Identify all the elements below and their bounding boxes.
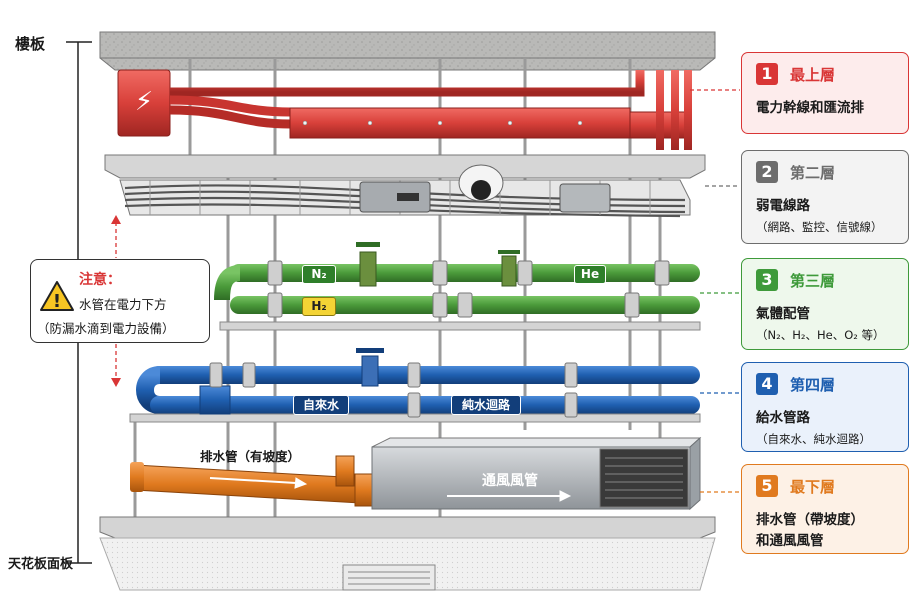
layer2-cable-tray [104, 154, 706, 218]
layer-4-desc: 給水管路 [756, 410, 810, 426]
floor-slab-label: 樓板 [15, 35, 46, 53]
drain-label: 排水管（有坡度） [200, 449, 301, 464]
layer-2-badge: 2 [756, 161, 778, 183]
layer-box-3: 3 第三層 氣體配管 （N₂、H₂、He、O₂ 等） [741, 258, 909, 350]
warning-icon: ! [40, 281, 74, 312]
warning-box: ! 注意： 水管在電力下方 （防漏水滴到電力設備） [30, 259, 210, 343]
layer-box-4: 4 第四層 給水管路 （自來水、純水迴路） [741, 362, 909, 452]
layer-4-title: 第四層 [790, 376, 836, 394]
layer-4-sub: （自來水、純水迴路） [756, 432, 871, 446]
layer-2-sub: （網路、監控、信號線） [756, 220, 883, 234]
layer-5-sub: 和通風風管 [756, 533, 824, 549]
floor-slab [99, 31, 716, 71]
layer4-water-pipes [129, 348, 701, 423]
valve-icon [356, 242, 520, 287]
warning-line1: 水管在電力下方 [79, 297, 167, 312]
layer-3-desc: 氣體配管 [756, 306, 810, 322]
pure-water-label: 純水迴路 [451, 395, 521, 415]
ceiling-panel [99, 537, 716, 591]
layer-1-badge: 1 [756, 63, 778, 85]
layer5-drain-and-duct [99, 436, 716, 539]
n2-label: N₂ [302, 265, 336, 284]
warning-arrows [111, 215, 121, 387]
layer-3-title: 第三層 [790, 272, 836, 290]
layer-3-sub: （N₂、H₂、He、O₂ 等） [756, 328, 885, 342]
tap-water-label: 自來水 [293, 395, 349, 415]
layer-5-badge: 5 [756, 475, 778, 497]
layer-2-title: 第二層 [790, 164, 836, 182]
leader-lines [115, 89, 740, 493]
layer-box-1: 1 最上層 電力幹線和匯流排 [741, 52, 909, 134]
layer-1-desc: 電力幹線和匯流排 [756, 100, 864, 116]
layer-2-desc: 弱電線路 [756, 198, 810, 214]
ceiling-panel-label: 天花板面板 [8, 557, 74, 572]
layer-1-title: 最上層 [790, 66, 836, 84]
layer-4-badge: 4 [756, 373, 778, 395]
svg-text:!: ! [53, 291, 61, 312]
layer-5-title: 最下層 [790, 478, 836, 496]
arrow-icon [209, 477, 572, 502]
warning-title: 注意： [79, 272, 121, 288]
he-label: He [574, 265, 606, 284]
layer3-gas-pipes [214, 242, 701, 331]
layer-box-2: 2 第二層 弱電線路 （網路、監控、信號線） [741, 150, 909, 244]
duct-label: 通風風管 [482, 473, 538, 489]
layer-box-5: 5 最下層 排水管（帶坡度） 和通風風管 [741, 464, 909, 554]
layer-5-desc: 排水管（帶坡度） [756, 512, 864, 528]
lightning-icon: ⚡ [135, 87, 153, 117]
layer-3-badge: 3 [756, 269, 778, 291]
warning-line2: （防漏水滴到電力設備） [37, 321, 175, 336]
h2-label: H₂ [302, 297, 336, 316]
layer1-power-busway: ⚡ [117, 69, 692, 150]
